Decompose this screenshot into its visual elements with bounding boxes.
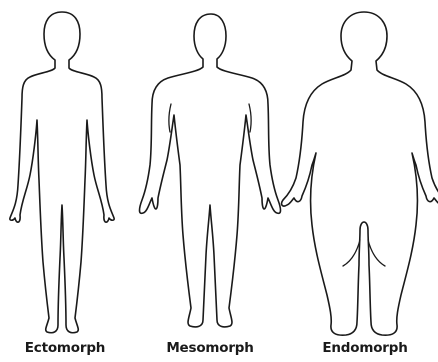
ectomorph-figure [10, 12, 114, 333]
endomorph-figure [282, 12, 438, 335]
endomorph-silhouette [282, 12, 438, 335]
endomorph-label: Endomorph [298, 339, 432, 357]
mesomorph-silhouette [140, 14, 281, 327]
mesomorph-figure [140, 14, 281, 327]
ectomorph-label: Ectomorph [4, 339, 126, 357]
mesomorph-label: Mesomorph [144, 339, 276, 357]
ectomorph-silhouette [10, 12, 114, 333]
